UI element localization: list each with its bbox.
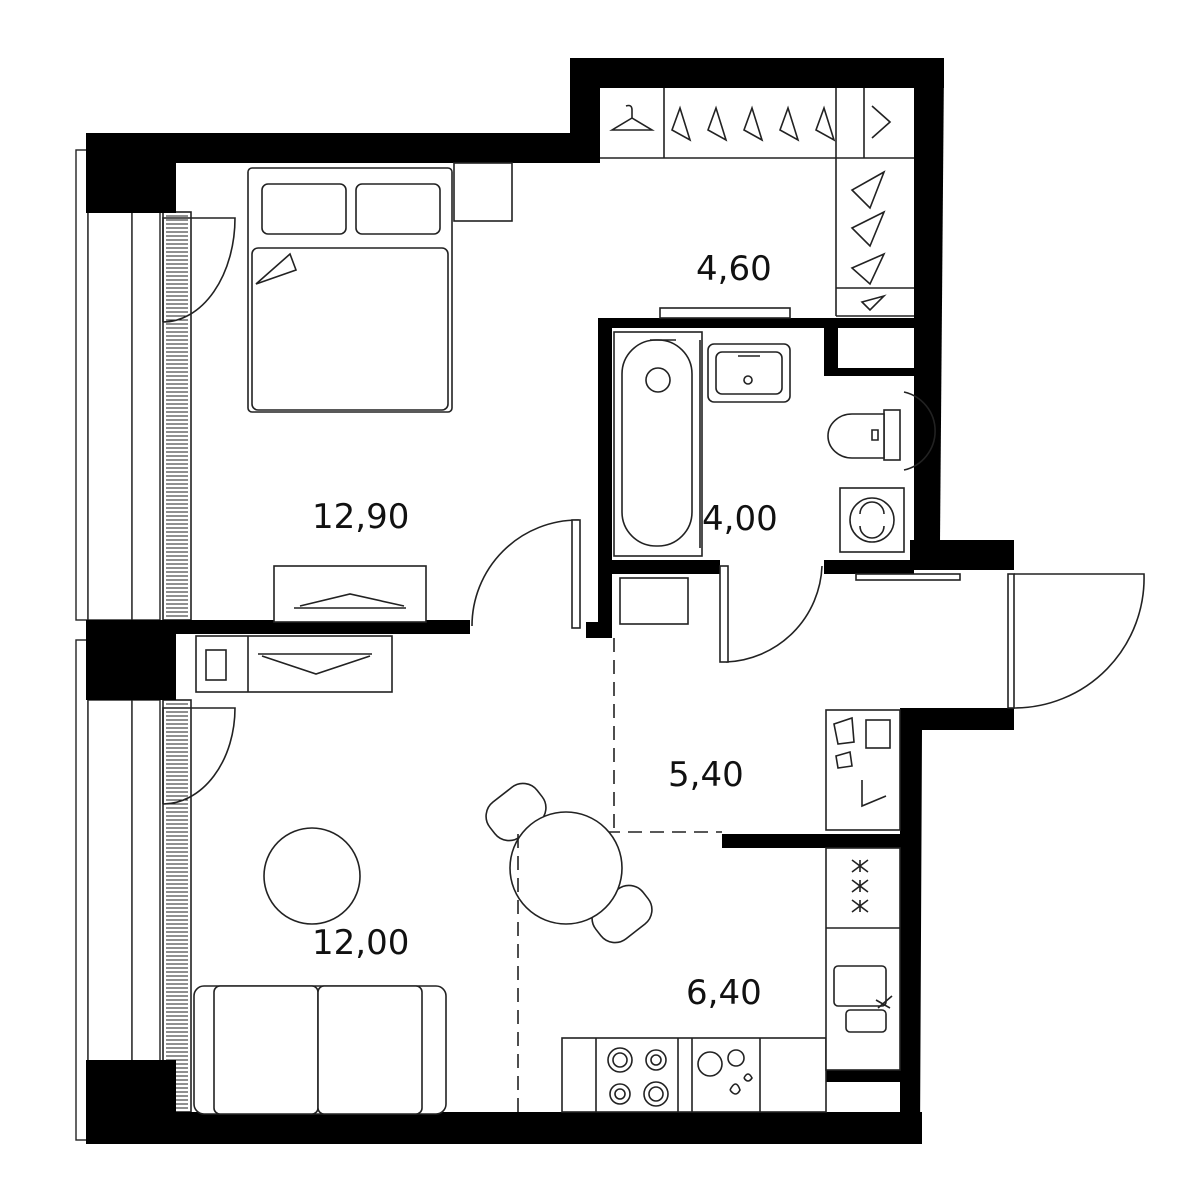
tv-cabinet <box>195 635 393 693</box>
walls <box>86 58 1014 1144</box>
hallway-room: 5,40 <box>518 573 961 834</box>
bathroom-room: 4,00 <box>613 331 936 557</box>
dresser <box>273 565 427 623</box>
bedroom-door <box>471 519 579 628</box>
wardrobe-room: 4,60 <box>600 88 914 319</box>
hanger-icon <box>609 104 892 312</box>
window-upper <box>75 149 161 621</box>
washing-machine-icon <box>839 487 905 553</box>
living-room: 12,00 <box>193 635 447 1115</box>
bathroom-area: 4,00 <box>702 499 778 539</box>
hallway-area: 5,40 <box>668 755 744 795</box>
bedroom-area: 12,90 <box>312 497 409 537</box>
entrance-door <box>1013 573 1145 709</box>
dishwasher <box>697 1049 753 1095</box>
shoe-rack <box>825 709 901 831</box>
bathroom-door <box>725 565 823 663</box>
sofa-icon <box>193 985 447 1115</box>
radiator-upper <box>162 211 192 621</box>
sink-icon <box>707 343 791 403</box>
bathtub-icon <box>613 331 703 557</box>
kitchen-room: 6,40 <box>485 782 901 1113</box>
counter-right <box>825 847 901 1071</box>
round-rug <box>263 827 361 925</box>
dining-table-icon <box>485 782 653 944</box>
bed-icon <box>247 167 453 413</box>
window-swing-lower <box>162 707 236 805</box>
stove-icon <box>607 1047 669 1107</box>
window-swing-upper <box>162 217 236 323</box>
radiator-lower <box>162 699 192 1113</box>
toilet-icon <box>827 409 901 461</box>
living-area: 12,00 <box>312 923 409 963</box>
kitchen-area: 6,40 <box>686 973 762 1013</box>
bedroom-room: 12,90 <box>247 162 513 623</box>
wardrobe-area: 4,60 <box>696 249 772 289</box>
